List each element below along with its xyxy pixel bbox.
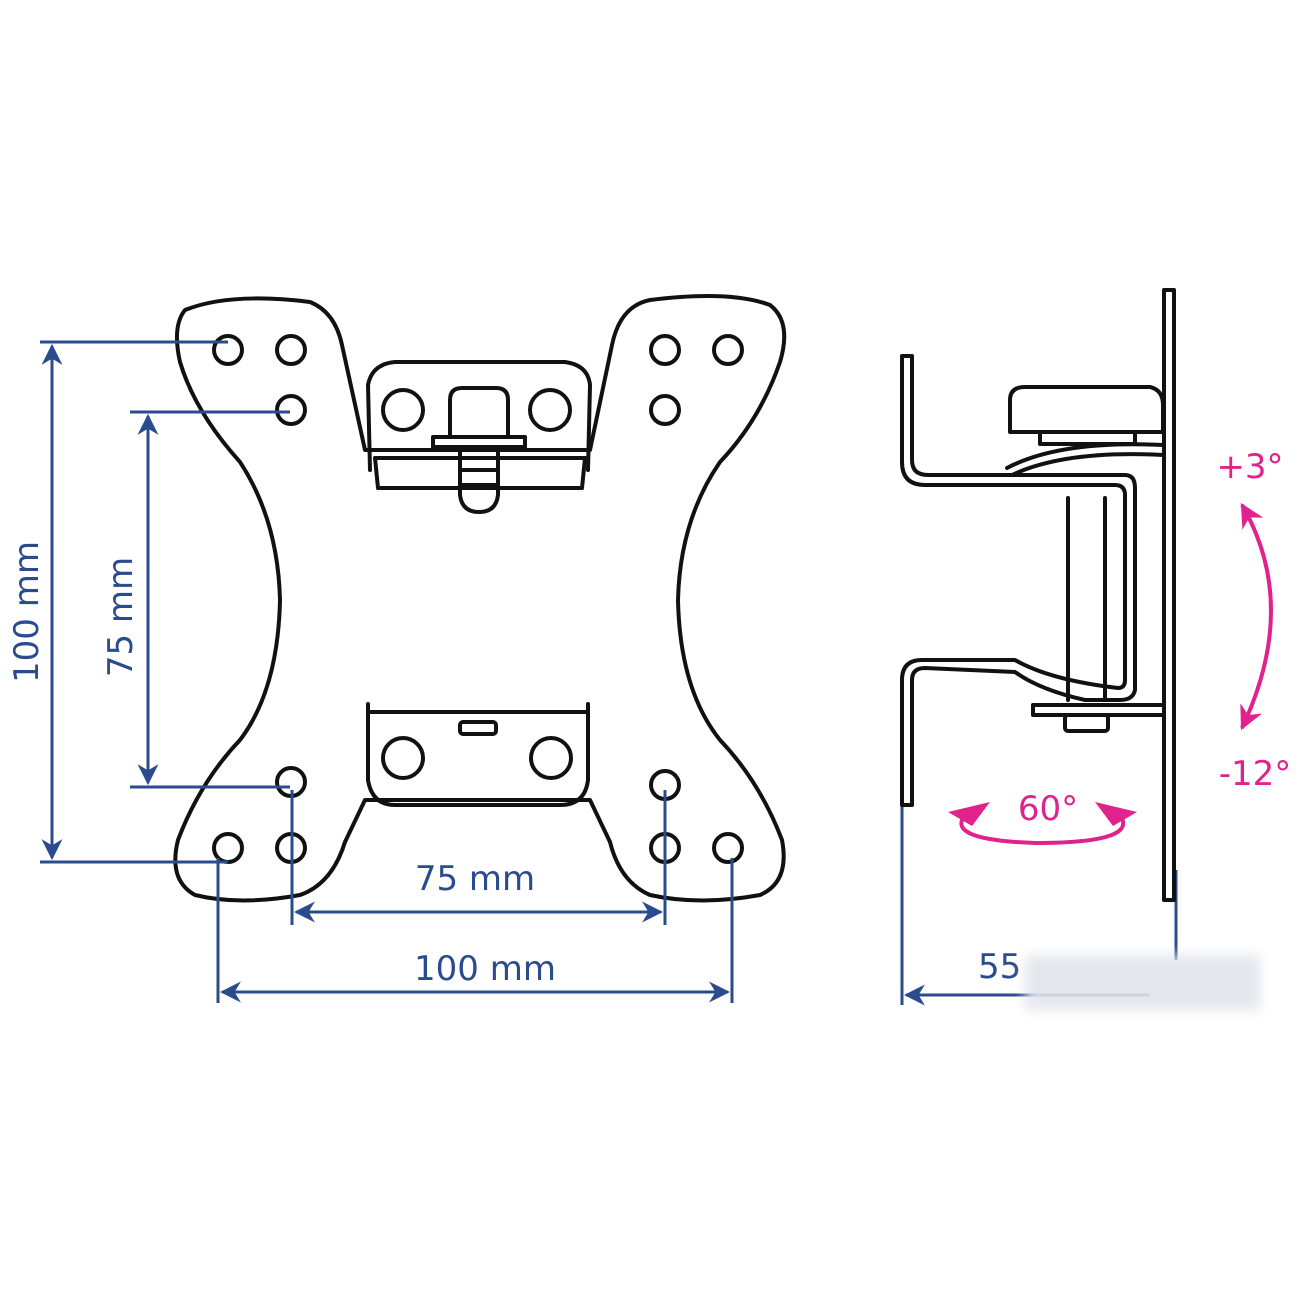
dim-vertical-100: 100 mm — [7, 541, 47, 683]
dim-depth: 55 — [978, 947, 1021, 987]
angle-arrows — [948, 502, 1273, 846]
swivel-angle: 60° — [1018, 789, 1078, 829]
tilt-down-angle: -12° — [1219, 754, 1292, 794]
mounting-holes — [212, 334, 744, 864]
tilt-up-angle: +3° — [1216, 447, 1283, 487]
dim-horizontal-100: 100 mm — [414, 949, 556, 989]
mount-side-view — [900, 288, 1176, 902]
mount-plate-front — [173, 294, 787, 903]
dim-vertical-75: 75 mm — [101, 557, 141, 677]
dim-horizontal-75: 75 mm — [415, 859, 535, 899]
obscured-region — [1025, 955, 1260, 1010]
